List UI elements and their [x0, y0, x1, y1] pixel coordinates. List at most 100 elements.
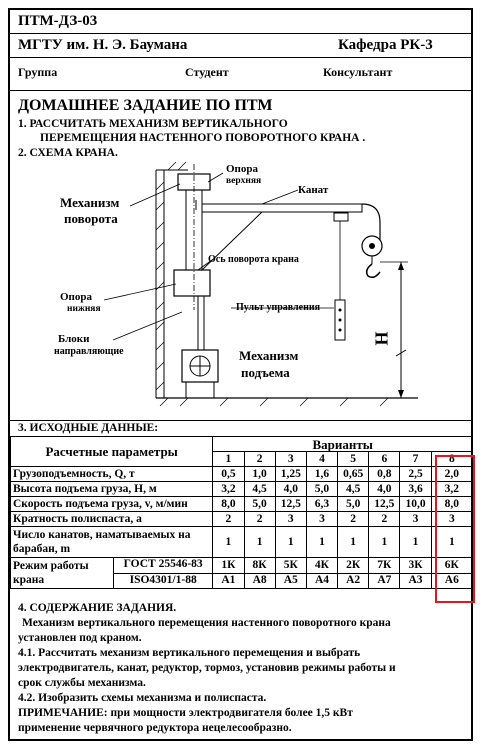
- parameters-table: Расчетные параметры Варианты 1 2 3 4 5 6…: [9, 436, 474, 589]
- rotation-mech-label: Механизм: [60, 195, 120, 210]
- rotation-axis-label: Ось поворота крана: [208, 254, 299, 265]
- task1-line2: ПЕРЕМЕЩЕНИЯ НАСТЕННОГО ПОВОРОТНОГО КРАНА…: [40, 132, 366, 144]
- mode-cell: 3К: [399, 557, 432, 574]
- row-label: Скорость подъема груза, v, м/мин: [9, 496, 214, 512]
- lifting-mech-label: Механизм: [239, 348, 299, 363]
- value-cell: 0,8: [368, 466, 401, 482]
- row-label: Грузоподъемность, Q, т: [9, 466, 214, 482]
- value-cell: 4,5: [243, 481, 276, 497]
- mode-cell: 4К: [305, 557, 339, 574]
- table-row: Число канатов, наматываемых на барабан, …: [9, 526, 474, 558]
- cable-label: Канат: [298, 184, 329, 196]
- value-cell: 8,0: [212, 496, 245, 512]
- mode-cell: А3: [399, 572, 432, 589]
- value-cell: 1: [399, 526, 432, 558]
- value-cell: 6,3: [305, 496, 339, 512]
- note-text: ПРИМЕЧАНИЕ: при мощности электродвигател…: [18, 707, 353, 719]
- task4-heading: 4. СОДЕРЖАНИЕ ЗАДАНИЯ.: [18, 602, 177, 614]
- variant-cell: 6: [368, 451, 401, 467]
- lower-support-label: нижняя: [67, 304, 101, 314]
- divider: [8, 57, 473, 58]
- table-row: Грузоподъемность, Q, т 0,5 1,0 1,25 1,6 …: [9, 466, 474, 482]
- mode-cell: 2К: [337, 557, 370, 574]
- divider: [8, 90, 473, 91]
- mode-cell: А4: [305, 572, 339, 589]
- value-cell: 3: [274, 511, 307, 527]
- value-cell: 4,0: [368, 481, 401, 497]
- content-text: 4.2. Изобразить схемы механизма и полисп…: [18, 692, 267, 704]
- value-cell: 5,0: [243, 496, 276, 512]
- mode-cell: 6К: [430, 557, 474, 574]
- upper-support-label: Опора: [226, 163, 259, 175]
- variant-8-highlight: [435, 455, 475, 603]
- divider: [8, 420, 473, 421]
- value-cell: 1: [212, 526, 245, 558]
- mode-cell: А2: [337, 572, 370, 589]
- content-text: установлен под краном.: [18, 632, 142, 644]
- value-cell: 10,0: [399, 496, 432, 512]
- table-row: Режим работы крана ГОСТ 25546-83 ISO4301…: [9, 557, 474, 589]
- value-cell: 3: [399, 511, 432, 527]
- value-cell: 5,0: [337, 496, 370, 512]
- document-frame: [8, 8, 473, 741]
- table-row: Высота подъема груза, Н, м 3,2 4,5 4,0 5…: [9, 481, 474, 497]
- value-cell: 0,65: [337, 466, 370, 482]
- task2-heading: 2. СХЕМА КРАНА.: [18, 147, 118, 159]
- variant-cell: 1: [212, 451, 245, 467]
- value-cell: 2,0: [430, 466, 474, 482]
- table-row: А1 А8 А5 А4 А2 А7 А3 А6: [11, 572, 474, 589]
- value-cell: 1: [274, 526, 307, 558]
- value-cell: 2: [337, 511, 370, 527]
- content-text: 4.1. Рассчитать механизм вертикального п…: [18, 647, 361, 659]
- variant-cell: 4: [305, 451, 339, 467]
- value-cell: 1: [337, 526, 370, 558]
- group-label: Группа: [18, 65, 58, 79]
- mode-cell: 8К: [243, 557, 276, 574]
- value-cell: 2,5: [399, 466, 432, 482]
- value-cell: 1: [243, 526, 276, 558]
- content-text: Механизм вертикального перемещения насте…: [22, 617, 391, 629]
- variant-cell: 3: [274, 451, 307, 467]
- value-cell: 8,0: [430, 496, 474, 512]
- upper-support-label: верхняя: [226, 176, 262, 186]
- value-cell: 1,25: [274, 466, 307, 482]
- value-cell: 1,0: [243, 466, 276, 482]
- control-panel-label: Пульт управления: [236, 302, 321, 313]
- value-cell: 5,0: [305, 481, 339, 497]
- gost-label: ГОСТ 25546-83: [114, 558, 213, 574]
- student-label: Студент: [185, 65, 229, 79]
- divider: [8, 33, 473, 34]
- value-cell: 12,5: [368, 496, 401, 512]
- mode-cell: 1К: [212, 557, 245, 574]
- value-cell: 3: [305, 511, 339, 527]
- variants-header: Варианты: [212, 436, 473, 452]
- value-cell: 4,0: [274, 481, 307, 497]
- table-row: Кратность полиспаста, а 2 2 3 3 2 2 3 3: [9, 511, 474, 527]
- mode-cell: А8: [243, 572, 276, 589]
- value-cell: 3: [430, 511, 474, 527]
- mode-cell: 5К: [274, 557, 307, 574]
- value-cell: 2: [243, 511, 276, 527]
- table-row: Скорость подъема груза, v, м/мин 8,0 5,0…: [9, 496, 474, 512]
- value-cell: 2: [212, 511, 245, 527]
- doc-title: ДОМАШНЕЕ ЗАДАНИЕ ПО ПТМ: [18, 97, 273, 114]
- task1-line1: 1. РАССЧИТАТЬ МЕХАНИЗМ ВЕРТИКАЛЬНОГО: [18, 118, 288, 130]
- param-header: Расчетные параметры: [9, 436, 214, 467]
- value-cell: 3,2: [430, 481, 474, 497]
- lower-support-label: Опора: [60, 291, 93, 303]
- lifting-mech-label: подъема: [241, 365, 290, 380]
- value-cell: 0,5: [212, 466, 245, 482]
- variant-cell: 7: [399, 451, 432, 467]
- mode-cell: А6: [430, 572, 474, 589]
- value-cell: 1: [305, 526, 339, 558]
- mode-cell: А5: [274, 572, 307, 589]
- height-label: Н: [371, 331, 392, 346]
- guide-blocks-label: направляющие: [54, 346, 124, 357]
- variant-cell: 2: [243, 451, 276, 467]
- crane-diagram: [103, 161, 418, 407]
- iso-label: ISO4301/1-88: [129, 574, 197, 586]
- row-label: Число канатов, наматываемых на барабан, …: [9, 526, 214, 558]
- variant-cell: 5: [337, 451, 370, 467]
- value-cell: 12,5: [274, 496, 307, 512]
- value-cell: 3,2: [212, 481, 245, 497]
